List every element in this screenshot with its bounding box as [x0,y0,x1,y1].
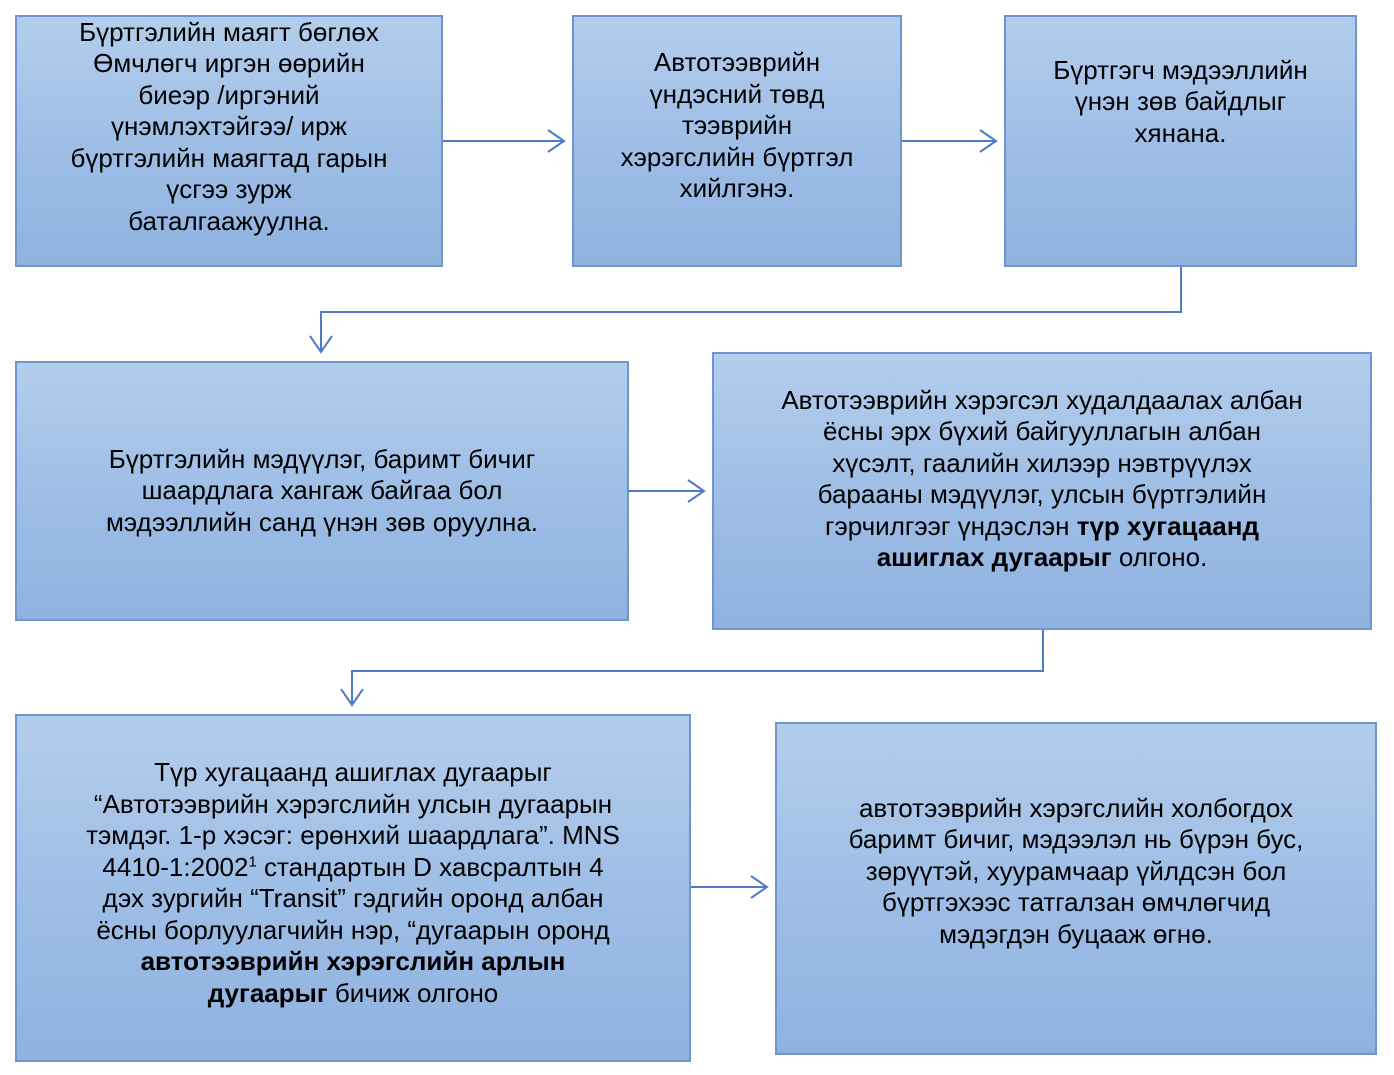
arrow-b5-to-b6 [340,630,1044,707]
text-line: хүсэлт, гаалийн хилээр нэвтрүүлэх [832,447,1252,478]
step-box-register-at-center: Автотээврийн үндэсний төвд тээврийн хэрэ… [572,15,902,267]
footnote-marker: 1 [248,852,257,870]
emphasis-text: түр хугацаанд [1076,510,1259,541]
emphasis-text: дугаарыг [207,977,328,1008]
arrow-b4-to-b5 [629,479,706,503]
text-line: тэмдэг. 1-р хэсэг: ерөнхий шаардлага”. M… [86,820,620,850]
step-text-register-at-center: Автотээврийн үндэсний төвд тээврийн хэрэ… [620,47,854,204]
step-text-fill-form: Бүртгэлийн маягт бөглөх Өмчлөгч иргэн өө… [70,16,388,236]
step-text-reject-return: автотээврийн хэрэгслийн холбогдох баримт… [848,792,1304,949]
step-text-temporary-number: Автотээврийн хэрэгсэл худалдаалах албан … [781,385,1302,574]
arrow-b1-to-b2 [443,129,566,153]
text-line: ашиглах дугаарыг олгоно. [781,542,1302,574]
text-line: ёсны борлуулагчийн нэр, “дугаарын оронд [96,914,610,945]
text-line: Түр хугацаанд ашиглах дугаарыг [154,757,552,787]
text-segment: стандартын D хавсралтын 4 [256,851,604,882]
step-text-verify-info: Бүртгэгч мэдээллийн үнэн зөв байдлыг хян… [1053,54,1308,148]
step-box-fill-form: Бүртгэлийн маягт бөглөх Өмчлөгч иргэн өө… [15,15,443,267]
text-line: гэрчилгээг үндэслэн түр хугацаанд [781,511,1302,543]
text-line: ёсны эрх бүхий байгууллагын албан [822,416,1262,446]
arrow-b3-to-b4 [309,266,1182,354]
text-line: автотээврийн хэрэгслийн арлын [86,946,620,978]
step-box-enter-database: Бүртгэлийн мэдүүлэг, баримт бичиг шаардл… [15,361,629,621]
text-segment: гэрчилгээг үндэслэн [825,510,1077,541]
text-line: 4410-1:20021 стандартын D хавсралтын 4 [86,852,620,884]
text-line: дэх зургийн “Transit” гэдгийн оронд алба… [102,883,604,913]
text-segment: 4410-1:2002 [102,851,249,882]
text-line: “Автотээврийн хэрэгслийн улсын дугаарын [93,788,613,819]
step-box-reject-return: автотээврийн хэрэгслийн холбогдох баримт… [775,722,1377,1055]
text-segment: бичиж олгоно [327,977,499,1008]
step-box-verify-info: Бүртгэгч мэдээллийн үнэн зөв байдлыг хян… [1004,15,1357,267]
text-line: Автотээврийн хэрэгсэл худалдаалах албан [781,384,1303,415]
step-box-temporary-number: Автотээврийн хэрэгсэл худалдаалах албан … [712,352,1372,630]
arrow-b6-to-b7 [691,875,769,899]
text-line: дугаарыг бичиж олгоно [86,978,620,1010]
emphasis-text: ашиглах дугаарыг [876,542,1112,572]
text-line: барааны мэдүүлэг, улсын бүртгэлийн [817,479,1267,509]
arrow-b2-to-b3 [902,129,998,153]
text-segment: олгоно. [1111,542,1208,572]
step-text-transit-plate: Түр хугацаанд ашиглах дугаарыг “Автотээв… [86,757,620,1009]
emphasis-text: автотээврийн хэрэгслийн арлын [140,946,566,976]
step-text-enter-database: Бүртгэлийн мэдүүлэг, баримт бичиг шаардл… [105,443,539,537]
step-box-transit-plate: Түр хугацаанд ашиглах дугаарыг “Автотээв… [15,714,691,1062]
